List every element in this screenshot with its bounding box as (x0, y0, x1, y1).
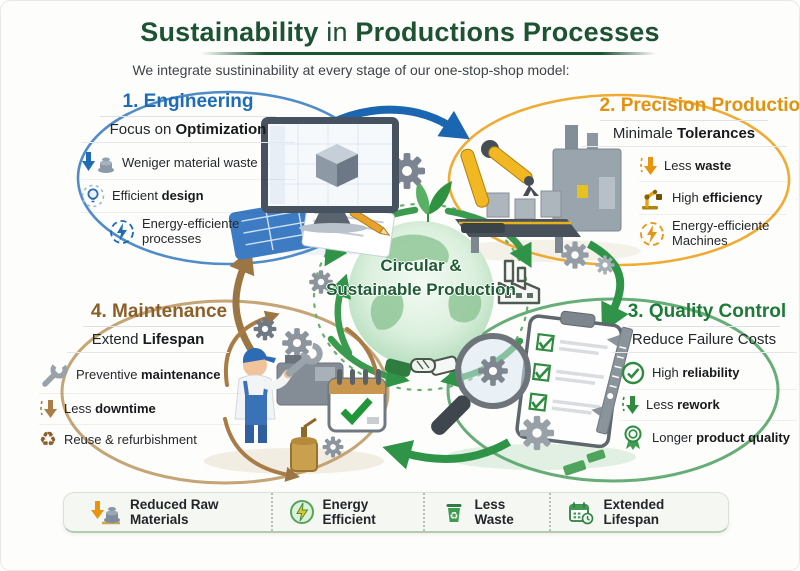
stage-maintenance-title: 4. Maintenance (83, 301, 235, 327)
list-item: Less waste (639, 151, 787, 182)
title-underline (201, 52, 656, 55)
energy-efficient-icon (289, 499, 315, 525)
legend-item-label: Energy Efficient (322, 497, 376, 527)
engineering-illustration (228, 117, 426, 260)
list-item: High reliability (621, 357, 797, 390)
list-item-label: Less waste (664, 157, 732, 173)
stage-quality-control: 3. Quality Control Reduce Failure Costs … (611, 301, 797, 455)
leaf-icon (416, 181, 452, 222)
stage-engineering-tagline: Focus on Optimization (81, 117, 295, 143)
page-title: Sustainability in Productions Processes (140, 17, 660, 47)
list-item-label: Weniger material waste (122, 154, 258, 170)
handshake-icon (384, 355, 459, 377)
list-item-label: High efficiency (672, 189, 763, 205)
quality-ring (446, 297, 780, 483)
list-item: Efficient design (81, 180, 295, 213)
maintenance-ring (60, 299, 390, 485)
list-item: Less downtime (39, 394, 241, 425)
list-item-label: Efficient design (112, 187, 204, 203)
worker-figure (234, 342, 323, 443)
legend-item-extended-lifespan: Extended Lifespan (549, 493, 718, 531)
list-item: Energy-efficiente Machines (639, 215, 787, 253)
list-item: High efficiency (639, 182, 787, 215)
list-item-label: Less rework (646, 396, 720, 412)
globe-graphic (348, 221, 494, 367)
stage-quality-control-title: 3. Quality Control (627, 301, 786, 327)
legend-item-energy-efficient: Energy Efficient (270, 493, 423, 531)
stage-precision-production-title: 2. Precision Production (599, 95, 799, 121)
list-item-label: Longer product quality (652, 429, 790, 445)
list-item-label: Energy-efficiente processes (142, 216, 240, 246)
list-item: Preventive maintenance (39, 357, 241, 394)
stage-maintenance-tagline: Extend Lifespan (67, 327, 229, 353)
energy-bolt-icon (109, 219, 135, 245)
legend-bar: Reduced Raw Materials Energy Efficient ♻… (63, 492, 729, 533)
list-item-label: High reliability (652, 364, 740, 380)
legend-item-label: Reduced Raw Materials (130, 497, 219, 527)
quality-illustration (431, 310, 634, 476)
down-arrow-icon (39, 398, 57, 420)
flow-arrow-quality-to-maintenance (382, 438, 512, 470)
down-arrow-icon (621, 394, 639, 416)
center-label-line1: Circular & (380, 256, 462, 275)
list-item: Less rework (621, 390, 797, 421)
check-circle-icon (621, 361, 645, 385)
list-item-label: Reuse & refurbishment (63, 431, 197, 447)
factory-icon (497, 259, 541, 305)
intro-text: We integrate sustininability at every st… (132, 62, 570, 78)
energy-bolt-icon (639, 221, 665, 247)
stage-precision-production: 2. Precision Production Minimale Toleran… (581, 95, 799, 253)
legend-item-label: Extended Lifespan (603, 497, 665, 527)
extended-lifespan-calendar-icon (567, 499, 595, 525)
legend-item-label: Less Waste (474, 497, 514, 527)
award-ribbon-icon (621, 425, 645, 451)
flow-arrow-production-to-quality (587, 240, 629, 334)
less-waste-bin-icon: ♻ (441, 499, 467, 525)
down-arrow-icon (639, 155, 657, 177)
stage-quality-control-tagline: Reduce Failure Costs (611, 327, 797, 353)
robot-arm-icon (639, 186, 665, 210)
legend-item-less-waste: ♻ Less Waste (422, 493, 550, 531)
calendar-check-graphic (327, 369, 387, 433)
wrench-icon (39, 361, 69, 389)
production-illustration (455, 125, 622, 275)
recycle-icon: ♻ (39, 429, 57, 451)
maintenance-illustration (223, 310, 387, 482)
flow-arrow-maintenance-to-engineering (229, 247, 256, 355)
stage-maintenance: 4. Maintenance Extend Lifespan Preventiv… (31, 301, 241, 455)
lightbulb-icon (81, 184, 105, 208)
svg-text:♻: ♻ (449, 511, 458, 522)
list-item: ♻ Reuse & refurbishment (39, 425, 241, 455)
stage-precision-production-tagline: Minimale Tolerances (581, 121, 787, 147)
material-waste-reduction-icon (81, 151, 115, 175)
stage-engineering-title: 1. Engineering (100, 91, 276, 117)
list-item-label: Energy-efficiente Machines (672, 218, 770, 248)
list-item: Longer product quality (621, 421, 797, 455)
list-item: Energy-efficiente processes (109, 213, 295, 251)
list-item-label: Preventive maintenance (76, 366, 221, 382)
globe-continents (370, 234, 482, 330)
center-label: Circular & Sustainable Production (316, 254, 526, 302)
legend-item-reduced-raw-materials: Reduced Raw Materials (74, 493, 271, 531)
reduced-raw-materials-icon (90, 498, 122, 526)
stage-engineering: 1. Engineering Focus on Optimization Wen… (81, 91, 295, 251)
list-item-label: Less downtime (64, 400, 156, 416)
center-label-line2: Sustainable Production (326, 279, 516, 299)
list-item: Weniger material waste (81, 147, 295, 180)
